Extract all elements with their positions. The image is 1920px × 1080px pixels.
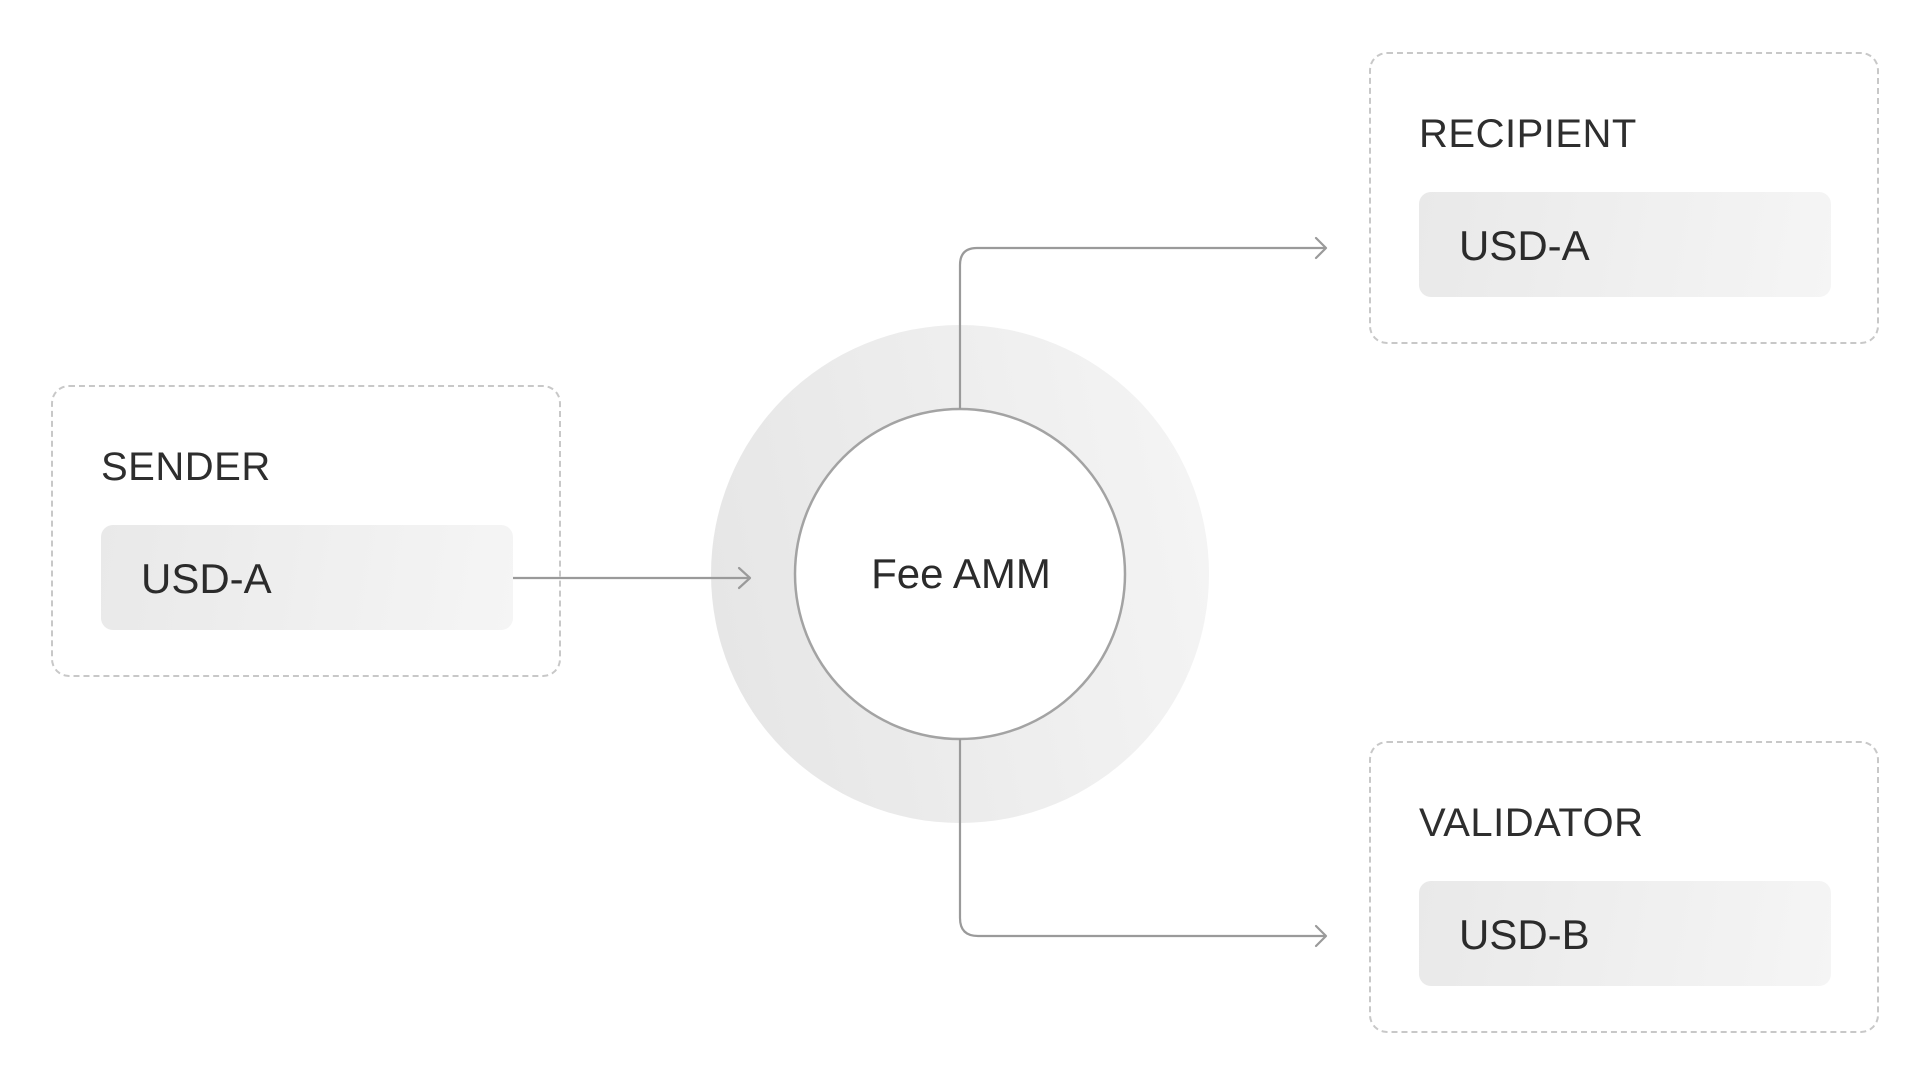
recipient-title: RECIPIENT — [1419, 112, 1637, 156]
validator-box: VALIDATOR USD-B — [1369, 741, 1879, 1033]
validator-token-label: USD-B — [1459, 911, 1590, 958]
sender-to-amm-arrow — [512, 566, 752, 590]
amm-to-recipient-arrow — [958, 236, 1328, 409]
fee-amm-label: Fee AMM — [871, 550, 1051, 597]
amm-to-validator-arrow — [958, 739, 1328, 948]
sender-token-pill[interactable]: USD-A — [101, 525, 513, 630]
sender-token-label: USD-A — [141, 555, 272, 602]
validator-title: VALIDATOR — [1419, 801, 1644, 845]
recipient-box: RECIPIENT USD-A — [1369, 52, 1879, 344]
validator-token-pill[interactable]: USD-B — [1419, 881, 1831, 986]
recipient-token-pill[interactable]: USD-A — [1419, 192, 1831, 297]
fee-amm-center: Fee AMM — [796, 409, 1126, 739]
sender-title: SENDER — [101, 445, 271, 489]
sender-box: SENDER USD-A — [51, 385, 561, 677]
recipient-token-label: USD-A — [1459, 222, 1590, 269]
